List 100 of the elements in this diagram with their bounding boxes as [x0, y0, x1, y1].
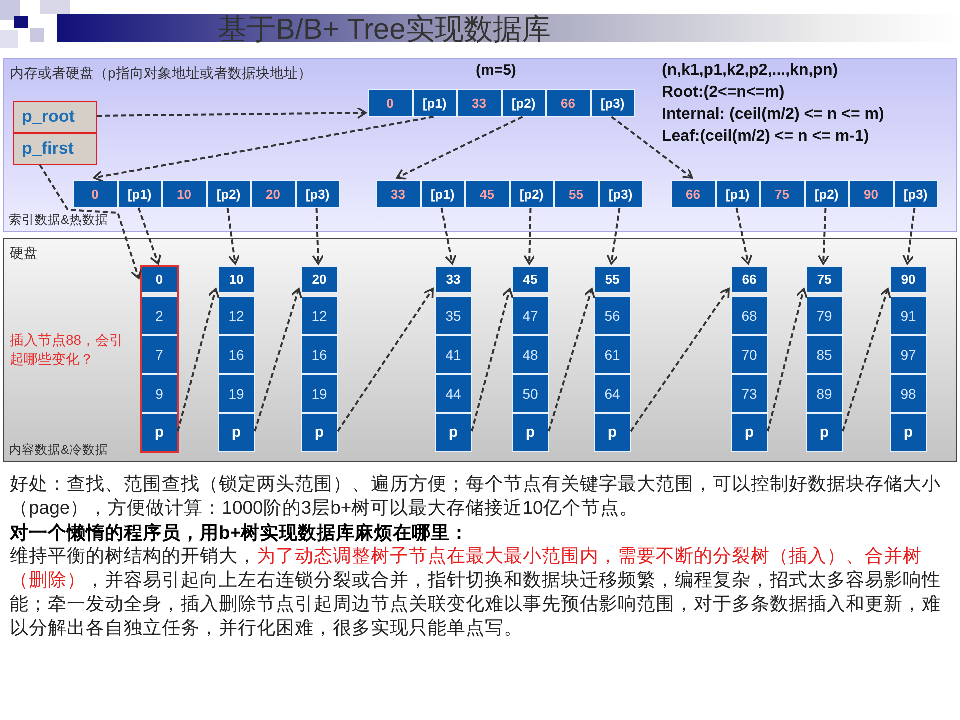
- value-cell: 56: [594, 296, 631, 335]
- pointer-cell: [p2): [206, 180, 251, 208]
- key-cell: 90: [890, 266, 927, 293]
- key-cell: 75: [806, 266, 843, 293]
- arrow: [842, 288, 892, 432]
- section-heading: 对一个懒惰的程序员，用b+树实现数据库麻烦在哪里：: [10, 521, 470, 545]
- arrow: [226, 208, 240, 265]
- pointer-variable-cell: p_root: [13, 101, 97, 133]
- value-cell: 91: [890, 296, 927, 335]
- value-cell: 47: [512, 296, 549, 335]
- question-note: 插入节点88，会引起哪些变化？: [10, 331, 125, 369]
- key-cell: 20: [301, 266, 338, 293]
- arrow: [818, 208, 830, 265]
- value-cell: 50: [512, 374, 549, 413]
- value-cell: 9: [141, 374, 178, 413]
- arrow: [39, 164, 142, 280]
- pointer-cell: [p1): [420, 180, 465, 208]
- arrow: [254, 288, 302, 432]
- pointer-cell: [p3): [296, 180, 340, 208]
- parameter-label: (m=5): [476, 62, 516, 79]
- pointer-cell: p: [890, 413, 927, 452]
- key-cell: 0: [141, 266, 178, 293]
- disk-panel: [3, 238, 957, 462]
- value-cell: 12: [218, 296, 255, 335]
- value-cell: 44: [435, 374, 472, 413]
- value-cell: 97: [890, 335, 927, 374]
- arrow: [548, 288, 596, 432]
- pointer-cell: p: [806, 413, 843, 452]
- key-cell: 10: [162, 180, 206, 208]
- arrow: [96, 107, 367, 119]
- arrow: [902, 208, 916, 265]
- key-cell: 45: [512, 266, 549, 293]
- arrow: [177, 288, 220, 432]
- key-cell: 90: [849, 180, 894, 208]
- formula-line: Leaf:(ceil(m/2) <= n <= m-1): [662, 128, 870, 146]
- value-cell: 19: [218, 374, 255, 413]
- pointer-cell: [p1): [412, 89, 457, 117]
- panel-footer-label: 内容数据&冷数据: [9, 442, 108, 459]
- key-cell: 45: [465, 180, 510, 208]
- pointer-cell: p: [218, 413, 255, 452]
- pointer-cell: [p1): [118, 180, 162, 208]
- pointer-cell: [p2): [502, 89, 546, 117]
- pointer-cell: [p2): [510, 180, 554, 208]
- value-cell: 41: [435, 335, 472, 374]
- pointer-cell: [p3): [894, 180, 938, 208]
- arrow: [312, 208, 324, 265]
- arrow: [337, 288, 434, 432]
- key-cell: 33: [457, 89, 502, 117]
- panel-footer-label: 索引数据&热数据: [9, 212, 108, 229]
- value-cell: 19: [301, 374, 338, 413]
- value-cell: 48: [512, 335, 549, 374]
- value-cell: 61: [594, 335, 631, 374]
- value-cell: 12: [301, 296, 338, 335]
- formula-line: Root:(2<=n<=m): [662, 84, 785, 102]
- value-cell: 7: [141, 335, 178, 374]
- value-cell: 64: [594, 374, 631, 413]
- value-cell: 73: [731, 374, 768, 413]
- key-cell: 66: [671, 180, 716, 208]
- pointer-cell: p: [594, 413, 631, 452]
- pointer-variable-cell: p_first: [13, 133, 97, 165]
- arrow: [524, 208, 536, 265]
- pointer-cell: p: [512, 413, 549, 452]
- key-cell: 20: [251, 180, 296, 208]
- key-cell: 55: [594, 266, 631, 293]
- arrow: [630, 288, 730, 432]
- formula-line: (n,k1,p1,k2,p2,...,kn,pn): [662, 62, 838, 80]
- memory-panel: [3, 58, 957, 232]
- pointer-cell: p: [141, 413, 178, 452]
- key-cell: 33: [435, 266, 472, 293]
- value-cell: 35: [435, 296, 472, 335]
- arrow: [93, 116, 434, 182]
- key-cell: 55: [554, 180, 598, 208]
- arrow: [767, 288, 808, 432]
- arrow: [396, 116, 524, 180]
- arrow: [611, 116, 694, 179]
- key-cell: 66: [546, 89, 590, 117]
- key-cell: 0: [368, 89, 412, 117]
- value-cell: 16: [218, 335, 255, 374]
- value-cell: 70: [731, 335, 768, 374]
- panel-heading: 内存或者硬盘（p指向对象地址或者数据块地址）: [10, 65, 312, 83]
- pointer-cell: [p3): [598, 180, 643, 208]
- value-cell: 98: [890, 374, 927, 413]
- value-cell: 85: [806, 335, 843, 374]
- value-cell: 2: [141, 296, 178, 335]
- pointer-cell: [p2): [804, 180, 849, 208]
- key-cell: 0: [73, 180, 118, 208]
- body-paragraph: 维持平衡的树结构的开销大，为了动态调整树子节点在最大最小范围内，需要不断的分裂树（插入）、合并树（删除），并容易引起向上左右连锁分裂或合并，指针切换和数据块迁移频繁，编程复杂，招式太多容易影响性能；牵一发动全身，插入删除节点引起周边节点关联变化难以事先预估影响范围，对于多条数据插入和更新，难以分解出各自独立任务，并行化困难，很多实现只能单点写。: [10, 544, 942, 640]
- value-cell: 89: [806, 374, 843, 413]
- pointer-cell: [p1): [716, 180, 760, 208]
- key-cell: 66: [731, 266, 768, 293]
- pointer-cell: p: [435, 413, 472, 452]
- pointer-cell: p: [301, 413, 338, 452]
- body-paragraph: 好处：查找、范围查找（锁定两头范围）、遍历方便；每个节点有关键字最大范围，可以控制好数据块存储大小（page），方便做计算：1000阶的3层b+树可以最大存储接近10亿个节点。: [10, 472, 942, 520]
- arrow: [736, 208, 753, 265]
- formula-line: Internal: (ceil(m/2) <= n <= m): [662, 106, 884, 124]
- arrow: [606, 208, 621, 265]
- value-cell: 68: [731, 296, 768, 335]
- arrow: [138, 208, 162, 265]
- value-cell: 16: [301, 335, 338, 374]
- key-cell: 75: [760, 180, 804, 208]
